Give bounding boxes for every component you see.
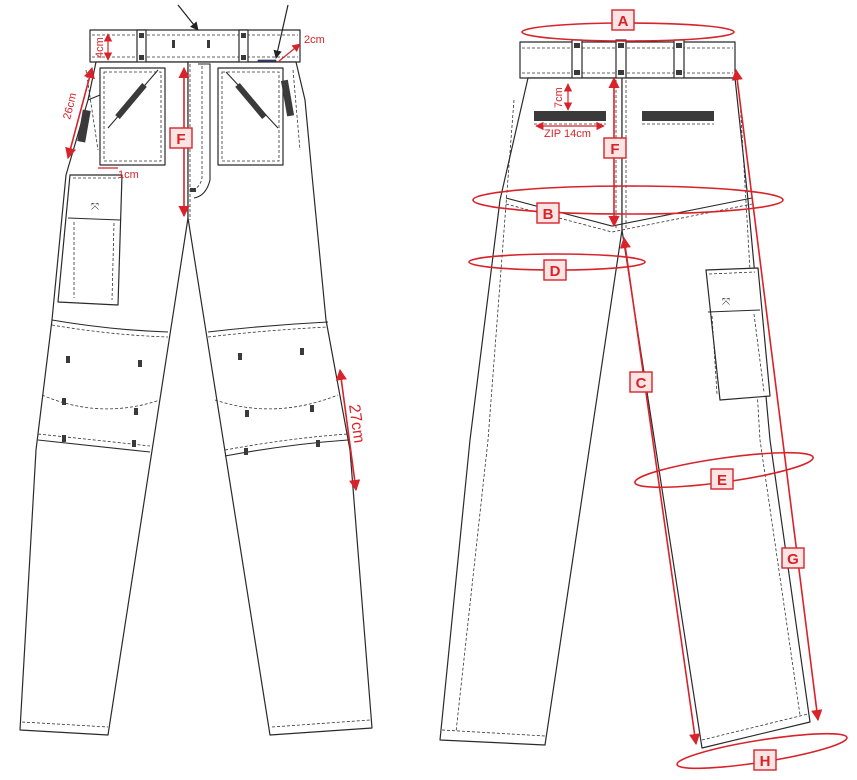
svg-text:F: F [610,141,619,158]
waistband-height-text: 4cm [94,37,106,58]
side-pocket-length-text: 26cm [61,92,79,121]
label-h: H [753,749,777,771]
svg-text:B: B [543,206,554,223]
svg-text:⤧: ⤧ [91,202,99,213]
label-c: C [629,371,653,393]
svg-text:F: F [176,131,185,148]
label-d: D [543,259,567,281]
back-zip-text: ZIP 14cm [544,128,591,140]
svg-text:G: G [787,551,799,568]
knee-pad-length-text: 27cm [345,403,367,444]
label-f-back: F [603,137,627,159]
label-b: B [536,202,560,224]
label-f-front: F [169,127,193,149]
back-view: ⤧ A 7cm ZIP 14cm F B D C [439,9,848,771]
front-right-pocket [217,67,284,166]
back-right-zip [642,111,714,121]
front-left-pocket [99,67,166,166]
svg-text:A: A [618,13,629,30]
label-e: E [710,468,734,490]
label-g: G [781,547,805,569]
front-view: ⤧ 4cm 26cm 1cm 2cm [19,4,373,736]
svg-text:E: E [717,472,727,489]
back-left-zip [534,111,606,121]
label-offset-text: 2cm [304,34,325,46]
pocket-gap-text: 1cm [118,169,139,181]
back-left-leg [439,77,623,746]
svg-text:H: H [760,753,771,770]
side-zip [280,79,295,117]
back-pocket-depth-text: 7cm [553,87,565,108]
label-a: A [611,9,635,31]
svg-text:C: C [636,375,647,392]
back-right-leg [621,77,811,749]
svg-text:D: D [550,263,561,280]
svg-text:⤧: ⤧ [722,297,730,308]
